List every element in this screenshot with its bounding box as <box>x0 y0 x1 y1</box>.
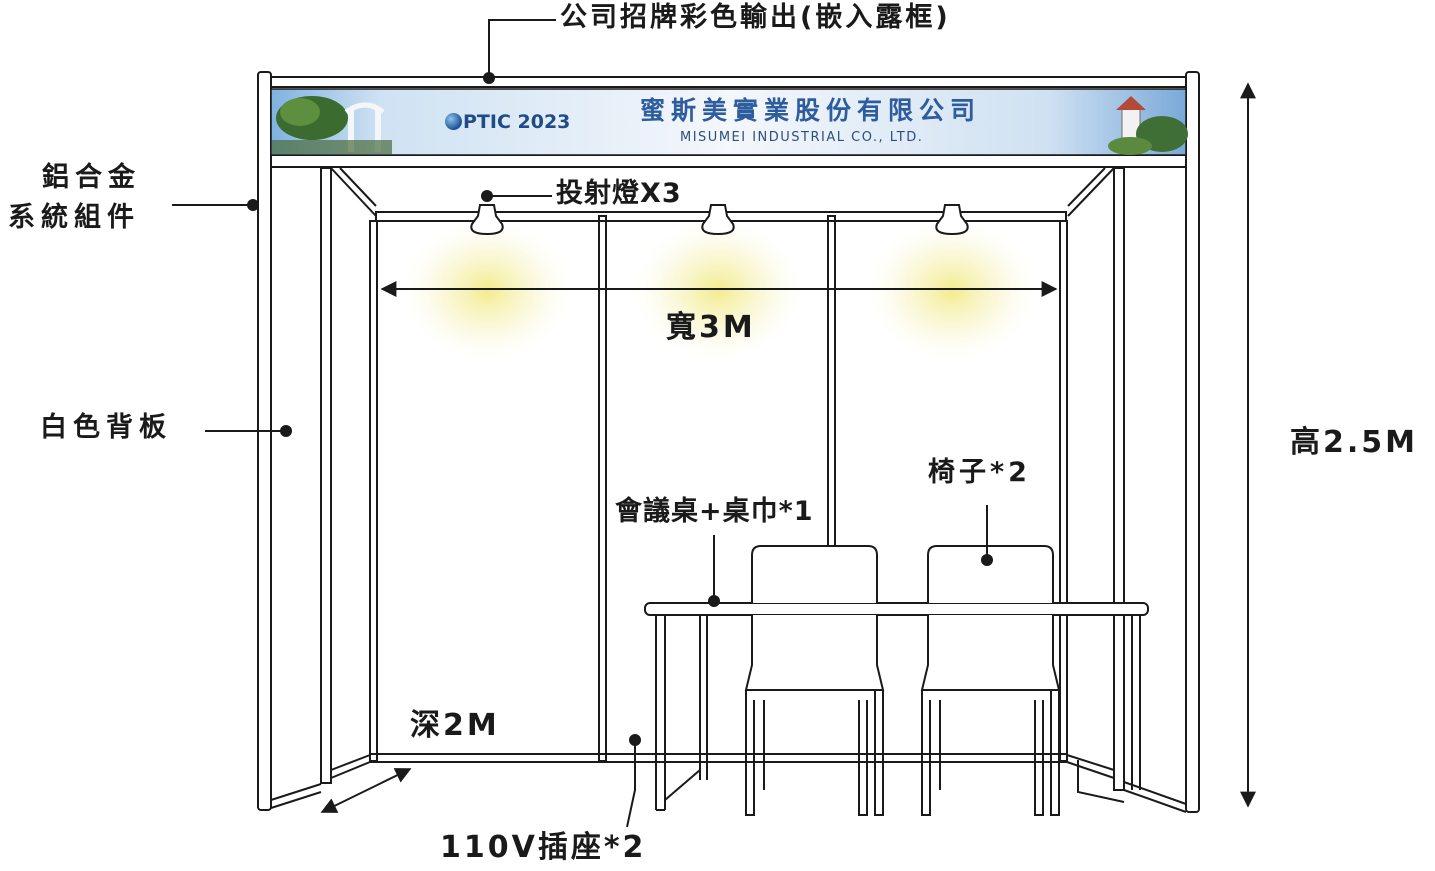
front-left-post <box>257 71 272 811</box>
sign-tower-roof <box>1116 96 1146 110</box>
right-inner-post <box>1113 167 1125 791</box>
conference-table <box>644 602 1149 811</box>
chair-right-seat <box>920 615 1061 691</box>
table-leg-right <box>1131 615 1141 790</box>
optic-globe-icon <box>445 113 462 130</box>
label-width: 寬3M <box>666 310 756 345</box>
table-leg-left <box>655 615 666 811</box>
booth-frame <box>257 71 1200 813</box>
chair-right-legs <box>921 690 1060 816</box>
chair-left-back <box>751 545 878 603</box>
depth-arrow <box>320 768 412 813</box>
label-depth: 深2M <box>410 708 500 743</box>
sign-arch-top <box>344 102 385 115</box>
back-bottom-beam <box>369 753 1068 763</box>
right-lower-diagonal <box>1066 754 1187 813</box>
dot-spotlight <box>481 190 493 202</box>
back-right-post <box>1059 220 1068 762</box>
dot-outlet <box>629 734 641 746</box>
sign-panel <box>270 88 1187 156</box>
front-right-post <box>1185 71 1200 813</box>
left-lower-diagonal <box>270 754 371 809</box>
spotlight-lamp-center <box>701 204 735 236</box>
label-outlet: 110V插座*2 <box>440 830 647 865</box>
label-signage: 公司招牌彩色輸出(嵌入露框) <box>560 2 951 33</box>
chair-left-seat <box>744 615 885 691</box>
left-inner-post <box>320 167 332 784</box>
sign-optic-logo: PTIC 2023 <box>445 113 570 132</box>
spotlight-lamp-right <box>935 204 969 236</box>
table-left-brace <box>664 769 701 801</box>
label-frame-line1: 鋁合金 <box>42 162 141 193</box>
sign-arch-post-right <box>375 110 381 152</box>
dimension-arrows <box>320 82 1256 813</box>
chair-right-back <box>927 545 1054 603</box>
right-base-bracket <box>1077 760 1125 803</box>
dot-frame <box>247 199 259 211</box>
label-frame-line2: 系統組件 <box>8 202 140 233</box>
table-leg-left-back <box>699 615 708 780</box>
sign-company-english: MISUMEI INDUSTRIAL CO., LTD. <box>680 130 924 145</box>
dot-backboard <box>280 425 292 437</box>
label-height: 高2.5M <box>1290 425 1418 460</box>
sign-ground-left <box>272 140 392 154</box>
sign-tree-left-highlight <box>280 98 320 126</box>
leader-dots <box>247 72 993 746</box>
sign-bush-right <box>1108 137 1152 155</box>
chair-left-legs <box>745 690 884 816</box>
dot-table <box>708 595 720 607</box>
leader-signage <box>488 19 556 78</box>
back-mid-post-2 <box>827 215 836 547</box>
top-front-beam <box>270 76 1187 88</box>
sign-right-photo <box>1108 96 1188 155</box>
leader-lines <box>172 19 988 828</box>
dot-chair <box>981 554 993 566</box>
spotlight-lamp-left <box>470 204 504 236</box>
back-mid-post-1 <box>598 215 607 762</box>
table-top <box>644 602 1149 616</box>
label-backboard: 白色背板 <box>40 412 172 443</box>
right-upper-diagonal <box>1067 167 1115 217</box>
sign-optic-text: PTIC 2023 <box>463 111 571 133</box>
leader-outlet <box>626 740 636 828</box>
sign-lower-beam <box>270 154 1187 168</box>
label-chair: 椅子*2 <box>928 457 1031 488</box>
sign-left-photo <box>272 96 392 154</box>
sign-arch-post-left <box>348 110 354 152</box>
dot-signage <box>483 72 495 84</box>
label-table: 會議桌+桌巾*1 <box>615 496 814 527</box>
sign-company-chinese: 蜜斯美實業股份有限公司 <box>640 96 982 125</box>
back-left-post <box>369 220 378 762</box>
label-spotlight: 投射燈X3 <box>556 178 682 209</box>
chairs <box>744 545 1061 816</box>
left-upper-diagonal <box>330 167 377 217</box>
spotlights <box>470 204 969 236</box>
